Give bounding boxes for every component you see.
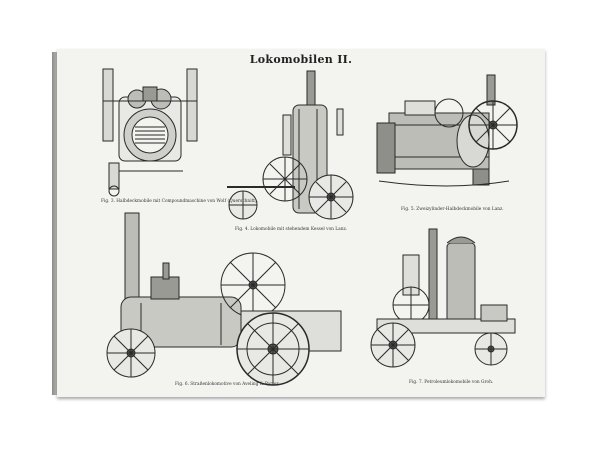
petroleum-locomobile-illustration bbox=[363, 227, 523, 377]
caption-fig7: Fig. 7. Petroleumlokomobile von Groh. bbox=[409, 380, 494, 385]
engine-cross-section-illustration bbox=[99, 67, 209, 197]
vertical-boiler-locomobile-illustration bbox=[225, 69, 357, 224]
two-cylinder-locomobile-illustration bbox=[369, 73, 519, 193]
caption-fig4: Fig. 4. Lokomobile mit stehendem Kessel … bbox=[235, 227, 348, 232]
plate-title: Lokomobilen II. bbox=[249, 53, 353, 66]
caption-fig6: Fig. 6. Straßenlokomotive von Aveling & … bbox=[175, 382, 280, 387]
canvas-edge bbox=[52, 52, 58, 395]
caption-fig3: Fig. 3. Halbdeckmobile mit Compoundmasch… bbox=[101, 199, 259, 204]
caption-fig5: Fig. 5. Zweizylinder-Halbdeckmobile von … bbox=[401, 207, 504, 212]
road-locomotive-illustration bbox=[101, 211, 347, 381]
canvas-print: Lokomobilen II. bbox=[57, 49, 545, 397]
